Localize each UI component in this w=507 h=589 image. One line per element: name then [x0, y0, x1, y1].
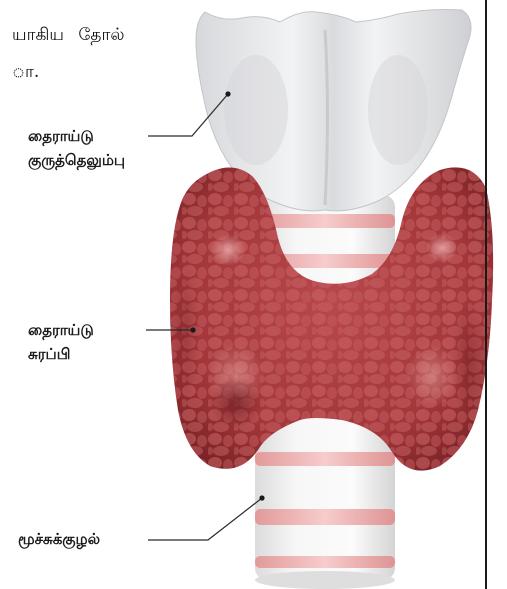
label-thyroid-gland: தைராய்டு சுரப்பி [28, 318, 94, 366]
label-thyroid-cartilage-line2: குருத்தெலும்பு [28, 148, 125, 172]
label-thyroid-gland-line2: சுரப்பி [28, 342, 94, 366]
leader-dot-cartilage [225, 91, 230, 96]
leader-dot-trachea [259, 495, 264, 500]
label-thyroid-cartilage-line1: தைராய்டு [28, 124, 125, 148]
leader-line-trachea [148, 498, 262, 540]
label-thyroid-cartilage: தைராய்டு குருத்தெலும்பு [28, 124, 125, 172]
leader-dot-gland [190, 327, 195, 332]
label-trachea: மூச்சுக்குழல் [18, 527, 100, 551]
label-thyroid-gland-line1: தைராய்டு [28, 318, 94, 342]
page-border-right [485, 0, 487, 589]
